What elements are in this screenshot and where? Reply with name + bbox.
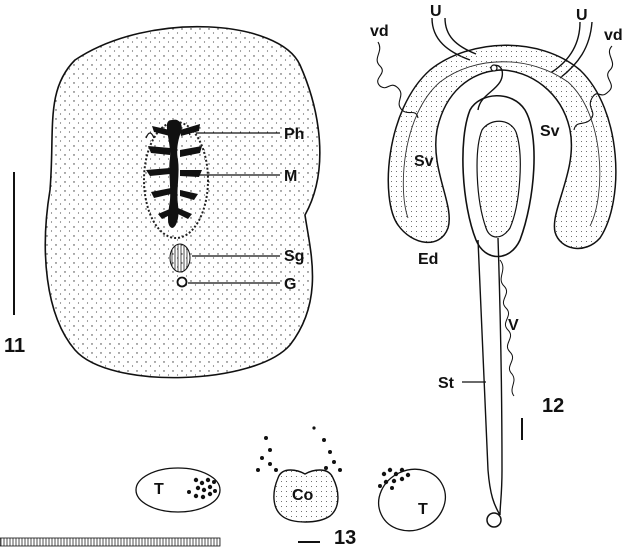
label-co: Co xyxy=(292,487,314,504)
figure-number-12: 12 xyxy=(542,395,564,417)
eye-left-icon xyxy=(145,132,155,139)
figure-13-testes-copulatory: T Co T 13 xyxy=(0,426,446,549)
label-t-left: T xyxy=(154,481,164,498)
figure-12-copulatory-apparatus: vd vd U U Sv Sv Ed V St 12 xyxy=(370,3,623,528)
sperm-cluster-right xyxy=(378,467,411,490)
canal-glands xyxy=(499,259,515,397)
gonopore-opening xyxy=(486,512,502,528)
edge-strip xyxy=(0,537,221,547)
label-sg: Sg xyxy=(284,248,304,265)
label-sv-left: Sv xyxy=(414,153,434,170)
label-sv-right: Sv xyxy=(540,123,560,140)
label-vd-right: vd xyxy=(604,27,623,44)
gonopore xyxy=(176,276,188,288)
testis-left xyxy=(135,467,221,513)
figure-number-13: 13 xyxy=(334,527,356,549)
label-u-left: U xyxy=(430,3,442,20)
label-st: St xyxy=(438,375,455,392)
figure-number-11: 11 xyxy=(4,335,25,357)
copulatory-dots xyxy=(256,426,342,472)
seminal-vesicle-inner-line xyxy=(402,61,601,227)
ejaculatory-duct-loop xyxy=(477,64,504,111)
label-vd-left: vd xyxy=(370,23,389,40)
bursal-canal xyxy=(477,237,503,516)
label-v: V xyxy=(508,317,519,334)
body-outline xyxy=(44,25,321,379)
copulatory-organ xyxy=(273,469,339,523)
label-ph: Ph xyxy=(284,126,304,143)
label-u-right: U xyxy=(576,7,588,24)
label-m: M xyxy=(284,168,297,185)
pharynx xyxy=(146,119,202,228)
seminal-vesicle-arch xyxy=(387,44,617,250)
figure-11-worm: Ph M Sg G 11 xyxy=(4,25,321,379)
sucker-gland xyxy=(169,243,191,273)
uterus-left-inner xyxy=(444,17,477,55)
penis-papilla xyxy=(476,120,521,238)
label-g: G xyxy=(284,276,296,293)
duct-opening xyxy=(490,64,498,72)
label-t-right: T xyxy=(418,501,428,518)
testis-right xyxy=(378,468,446,532)
label-ed: Ed xyxy=(418,251,438,268)
sperm-cluster-left xyxy=(187,477,217,500)
